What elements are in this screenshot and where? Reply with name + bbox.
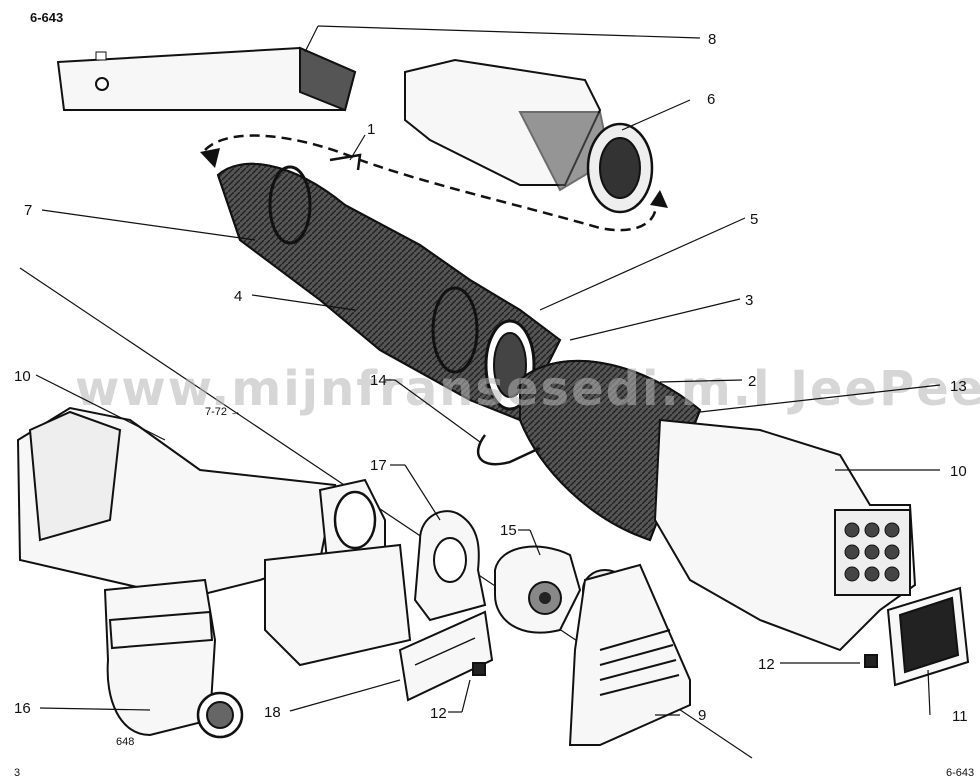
header-ref: 6-643 bbox=[30, 10, 63, 25]
callout-16: 16 bbox=[14, 700, 31, 717]
part-8-rail bbox=[56, 46, 357, 112]
callout-7: 7 bbox=[24, 202, 32, 219]
part-14-hook-wire bbox=[476, 434, 541, 466]
part-12-clip-b bbox=[864, 654, 878, 668]
part-10-heater-body-left bbox=[16, 406, 412, 667]
date-marker: 7-72 → bbox=[205, 406, 241, 418]
callout-10-right: 10 bbox=[950, 463, 967, 480]
callout-12-bottom: 12 bbox=[430, 705, 447, 722]
rotation-arrow-right-icon bbox=[650, 190, 668, 208]
part-9-cover bbox=[568, 563, 691, 746]
callout-13: 13 bbox=[950, 378, 967, 395]
figure-code: 648 bbox=[116, 736, 134, 748]
leader-lines bbox=[35, 25, 941, 716]
part-18-plate bbox=[398, 610, 494, 702]
part-17-gasket bbox=[413, 510, 487, 622]
watermark-text: www.mijnfransesedi.m.l JeePee bbox=[75, 361, 980, 417]
part-10-heater-housing-right bbox=[519, 360, 917, 652]
callout-17: 17 bbox=[370, 457, 387, 474]
part-16-elbow-duct bbox=[103, 578, 244, 739]
rotation-arrow-left-icon bbox=[200, 148, 220, 168]
footer-ref: 6-643 bbox=[946, 767, 974, 779]
callout-4: 4 bbox=[234, 288, 242, 305]
callout-10-left: 10 bbox=[14, 368, 31, 385]
part-11-grille bbox=[886, 586, 970, 687]
callout-8: 8 bbox=[708, 31, 716, 48]
callout-2: 2 bbox=[748, 373, 756, 390]
callout-12-right: 12 bbox=[758, 656, 775, 673]
callout-5: 5 bbox=[750, 211, 758, 228]
callout-11: 11 bbox=[952, 708, 968, 725]
callout-15: 15 bbox=[500, 522, 517, 539]
part-6-duct-outlet bbox=[404, 58, 654, 214]
callout-6: 6 bbox=[707, 91, 715, 108]
callout-1: 1 bbox=[367, 121, 375, 138]
callout-9: 9 bbox=[698, 707, 706, 724]
callout-18: 18 bbox=[264, 704, 281, 721]
callout-3: 3 bbox=[745, 292, 753, 309]
page-number: 3 bbox=[14, 767, 20, 779]
callout-14: 14 bbox=[370, 372, 387, 389]
part-12-clip-a bbox=[472, 662, 486, 676]
